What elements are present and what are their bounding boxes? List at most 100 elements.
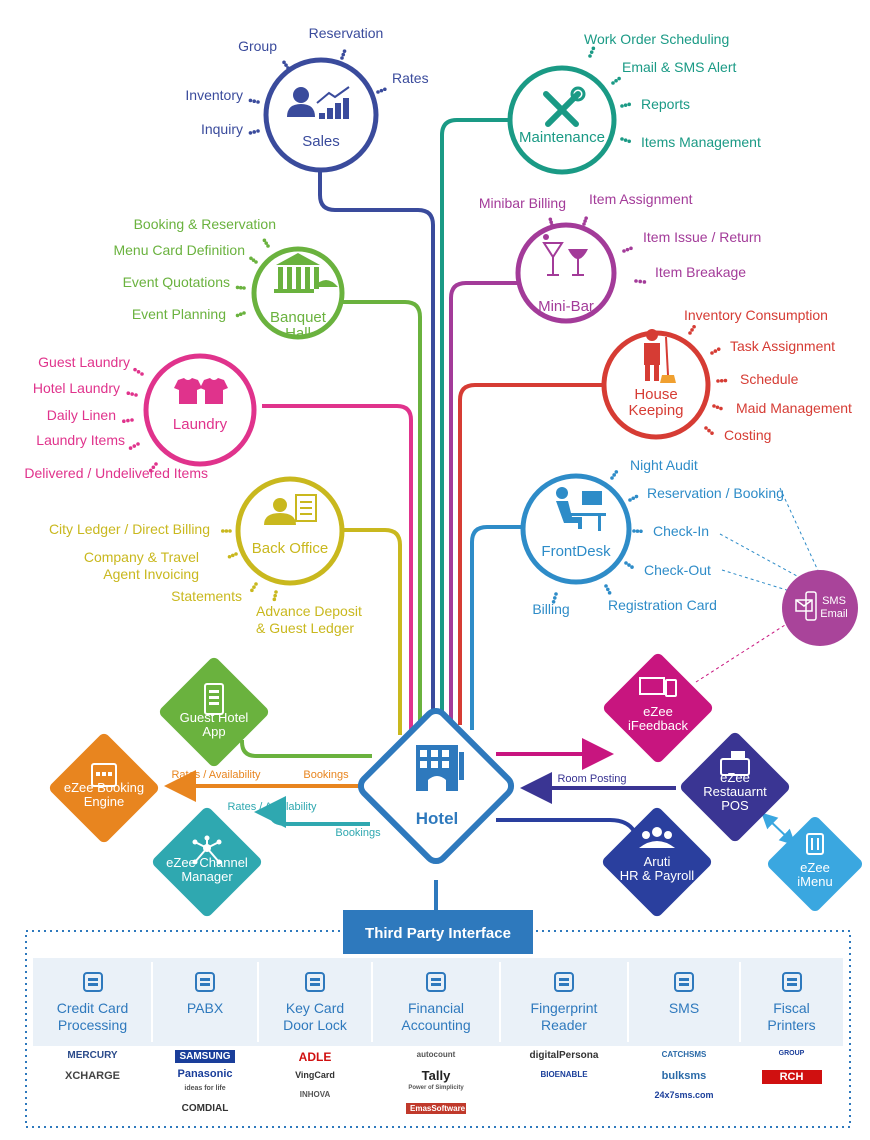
maintenance-feature-3: Items Management — [641, 134, 761, 150]
imenu-diamond — [767, 816, 863, 912]
sales-feature-dots-1 — [340, 49, 347, 60]
pos-imenu-connector — [761, 812, 796, 846]
frontdesk-icon — [556, 487, 606, 531]
backoffice-label: Back Office — [252, 540, 328, 557]
backoffice-feature-3: Advance Deposit& Guest Ledger — [256, 603, 362, 636]
third-party-item[interactable]: Fingerprint Reader — [500, 958, 628, 1048]
minibar-feature-3: Item Breakage — [655, 264, 746, 280]
ifeedback-dashed-link — [695, 624, 786, 683]
third-party-item[interactable]: Fiscal Printers — [740, 958, 843, 1048]
banquet-icon — [274, 253, 338, 293]
channel-manager-diamond — [152, 807, 262, 917]
backoffice-feature-0: City Ledger / Direct Billing — [49, 521, 210, 537]
sales-feature-dots-3 — [248, 98, 260, 104]
mobile-sms-icon — [672, 970, 696, 994]
booking-engine-diamond — [49, 733, 159, 843]
vendor-logo: INHOVA — [299, 1090, 331, 1099]
sms-email-circle — [782, 570, 858, 646]
laundry-trunk-line — [262, 404, 413, 730]
maintenance-feature-dots-1 — [611, 76, 621, 85]
calculator-icon — [424, 970, 448, 994]
vendor-logo: VingCard — [295, 1070, 335, 1080]
frontdesk-feature-dots-0 — [610, 470, 619, 480]
hotel-building-icon — [416, 745, 464, 791]
sales-feature-2: Rates — [392, 70, 429, 86]
booking-rates-label: Rates / Availability — [171, 769, 261, 781]
minibar-feature-2: Item Issue / Return — [643, 229, 761, 245]
maintenance-feature-dots-0 — [588, 46, 596, 58]
housekeeping-icon — [644, 329, 676, 383]
vendor-logo: bulksms — [661, 1070, 707, 1082]
sales-label: Sales — [302, 133, 340, 150]
telephone-icon — [193, 970, 217, 994]
banquet-feature-dots-1 — [249, 256, 258, 264]
minibar-feature-1: Item Assignment — [589, 191, 693, 207]
backoffice-feature-dots-2 — [250, 582, 258, 593]
sales-feature-dots-2 — [376, 87, 387, 94]
vendor-logo: BIOENABLE — [540, 1070, 588, 1079]
third-party-dividers — [151, 962, 741, 1042]
key-card-icon — [303, 970, 327, 994]
backoffice-trunk-line — [340, 528, 402, 735]
sales-feature-dots-0 — [282, 60, 290, 70]
guest-app-diamond — [159, 657, 269, 767]
frontdesk-feature-2: Check-In — [653, 523, 709, 539]
laundry-feature-dots-4 — [148, 462, 158, 473]
aruti-diamond — [602, 807, 712, 917]
hotel-node[interactable]: Hotel — [357, 707, 515, 865]
third-party-item-label: Key Card Door Lock — [283, 1000, 347, 1033]
vendor-logo: CATCHSMS — [661, 1050, 707, 1059]
vendor-logo: COMDIAL — [181, 1102, 229, 1114]
guest-app-icon — [204, 683, 224, 715]
booking-engine-icon — [91, 763, 117, 787]
third-party-item[interactable]: SMS — [628, 958, 740, 1048]
maintenance-feature-0: Work Order Scheduling — [584, 31, 729, 47]
third-party-item[interactable]: PABX — [152, 958, 258, 1048]
laundry-feature-4: Delivered / Undelivered Items — [24, 465, 208, 481]
aruti-icon — [639, 827, 675, 848]
room-posting-label: Room Posting — [557, 773, 626, 785]
laundry-feature-3: Laundry Items — [36, 432, 125, 448]
frontdesk-feature-5: Billing — [532, 601, 569, 617]
ifeedback-diamond — [603, 653, 713, 763]
third-party-item-label: Fingerprint Reader — [530, 1000, 598, 1033]
laundry-feature-0: Guest Laundry — [38, 354, 130, 370]
sales-feature-0: Group — [238, 38, 277, 54]
frontdesk-feature-3: Check-Out — [644, 562, 711, 578]
third-party-item[interactable]: Financial Accounting — [372, 958, 500, 1048]
housekeeping-feature-4: Costing — [724, 427, 771, 443]
maintenance-trunk-line — [440, 118, 510, 720]
third-party-title: Third Party Interface — [365, 925, 511, 942]
minibar-feature-dots-0 — [548, 217, 554, 227]
frontdesk-feature-dots-4 — [604, 584, 612, 595]
sales-module[interactable]: SalesGroupReservationRatesInventoryInqui… — [185, 25, 429, 173]
third-party-item[interactable]: Key Card Door Lock — [258, 958, 372, 1048]
housekeeping-feature-dots-3 — [712, 404, 723, 411]
minibar-icon — [542, 234, 588, 276]
sales-feature-dots-4 — [248, 129, 260, 135]
frontdesk-feature-dots-5 — [551, 592, 558, 604]
backoffice-module[interactable]: Back Office City Ledger / Direct BillingC… — [49, 476, 362, 636]
housekeeping-feature-dots-2 — [716, 378, 728, 383]
banquet-feature-0: Booking & Reservation — [134, 216, 276, 232]
housekeeping-feature-dots-0 — [688, 324, 696, 335]
maintenance-feature-dots-2 — [620, 102, 631, 108]
third-party-item[interactable]: Credit Card Processing — [33, 958, 152, 1048]
